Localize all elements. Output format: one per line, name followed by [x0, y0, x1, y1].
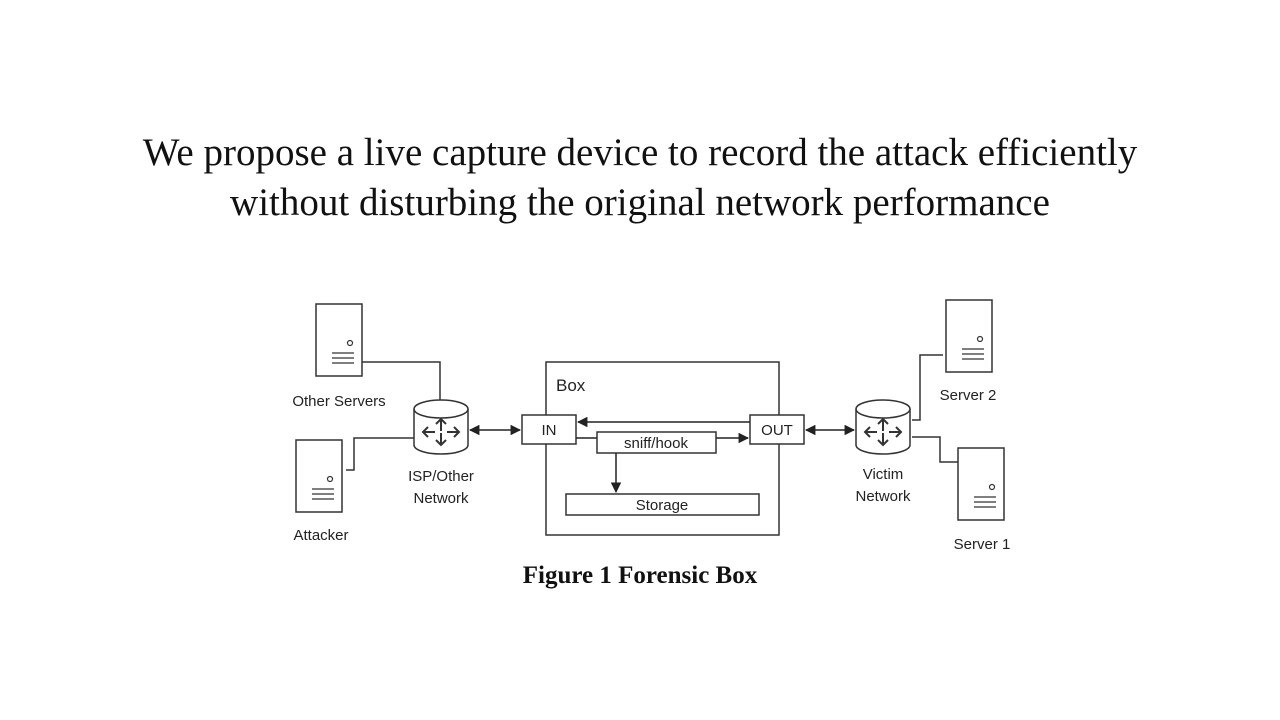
other-servers-icon	[315, 303, 363, 377]
in-port-label: IN	[542, 422, 557, 439]
server-1-icon	[957, 447, 1005, 521]
other-servers-label: Other Servers	[292, 393, 385, 410]
slide-headline: We propose a live capture device to reco…	[0, 128, 1280, 228]
headline-line-1: We propose a live capture device to reco…	[142, 131, 1138, 174]
figure-caption: Figure 1 Forensic Box	[522, 562, 758, 589]
attacker-server-icon	[295, 439, 343, 513]
sniff-hook-module	[596, 431, 717, 454]
connection-lines	[346, 354, 958, 471]
flow-arrows	[468, 416, 856, 494]
sniff-hook-label: sniff/hook	[624, 435, 688, 452]
link-other-servers-isp	[362, 361, 441, 408]
isp-label-line1: ISP/Other	[408, 468, 474, 485]
server-2-icon	[945, 299, 993, 373]
storage-label: Storage	[636, 497, 689, 514]
out-port-label: OUT	[761, 422, 793, 439]
box-title: Box	[556, 376, 586, 395]
in-port	[521, 414, 577, 445]
isp-router-icon	[413, 399, 469, 455]
storage-module	[565, 493, 760, 516]
victim-label-line2: Network	[855, 488, 911, 505]
isp-label-line2: Network	[413, 490, 469, 507]
headline-line-2: without disturbing the original network …	[230, 181, 1050, 224]
server-2-label: Server 2	[940, 387, 997, 404]
link-victim-server1	[912, 436, 958, 463]
link-victim-server2	[912, 354, 943, 421]
server-1-label: Server 1	[954, 536, 1011, 553]
out-port	[749, 414, 805, 445]
link-attacker-isp	[346, 437, 414, 471]
victim-router-icon	[855, 399, 911, 455]
victim-label-line1: Victim	[863, 466, 904, 483]
attacker-label: Attacker	[293, 527, 348, 544]
